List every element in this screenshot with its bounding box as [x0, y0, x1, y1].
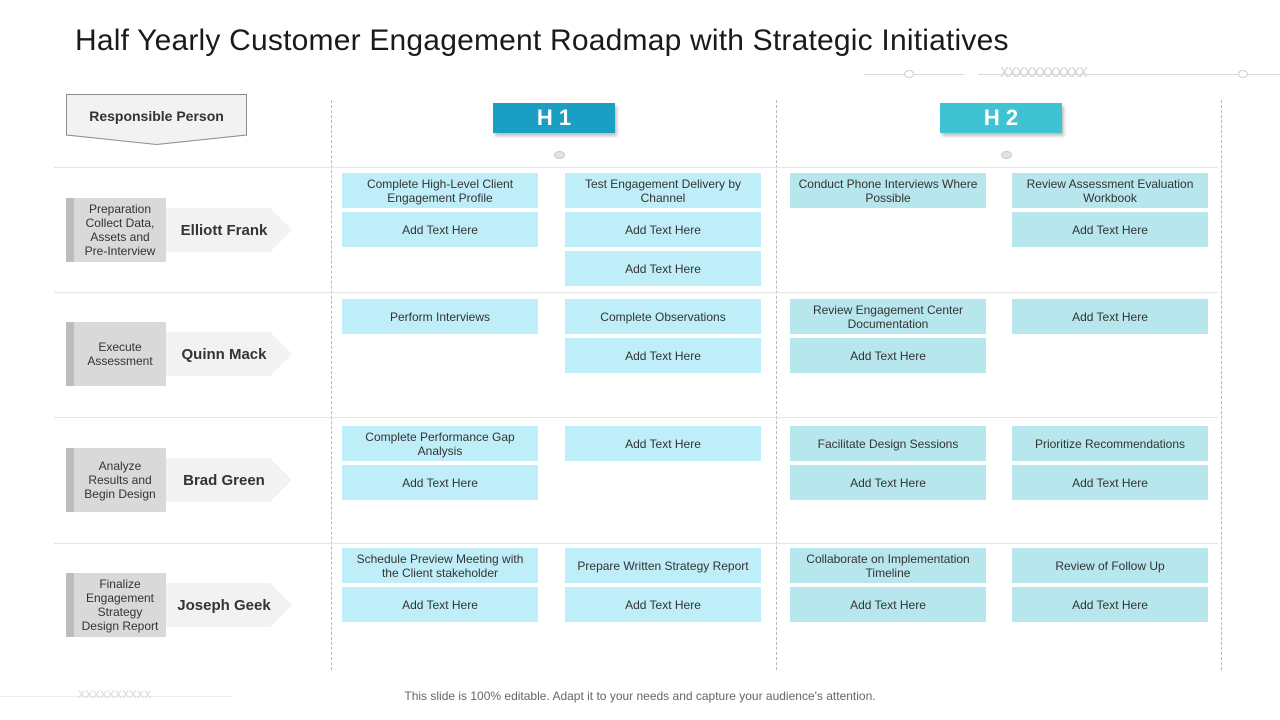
person-name: Elliott Frank	[180, 222, 268, 239]
decor-line-1	[864, 74, 964, 75]
task-cell: Add Text Here	[790, 587, 986, 622]
task-cell: Complete Observations	[565, 299, 761, 334]
row-divider	[54, 543, 1218, 544]
task-cell: Add Text Here	[790, 338, 986, 373]
task-cell: Complete Performance Gap Analysis	[342, 426, 538, 461]
task-cell: Prepare Written Strategy Report	[565, 548, 761, 583]
task-cell: Add Text Here	[342, 212, 538, 247]
phase-label: Analyze Results and Begin Design	[66, 448, 166, 512]
task-cell: Add Text Here	[342, 587, 538, 622]
decor-line-3	[1186, 74, 1280, 75]
task-cell: Add Text Here	[565, 251, 761, 286]
task-cell: Add Text Here	[565, 587, 761, 622]
task-cell: Review Assessment Evaluation Workbook	[1012, 173, 1208, 208]
decor-line-2	[978, 74, 1188, 75]
person-name: Brad Green	[183, 472, 265, 489]
task-cell: Review of Follow Up	[1012, 548, 1208, 583]
task-cell: Prioritize Recommendations	[1012, 426, 1208, 461]
phase-label: Execute Assessment	[66, 322, 166, 386]
task-cell: Collaborate on Implementation Timeline	[790, 548, 986, 583]
decor-dot-2	[1238, 70, 1248, 78]
task-cell: Add Text Here	[565, 426, 761, 461]
footer-decor-line	[0, 696, 232, 697]
divider-left	[331, 100, 332, 670]
task-cell: Perform Interviews	[342, 299, 538, 334]
arrow-shape-icon	[166, 332, 292, 376]
divider-middle	[776, 100, 777, 670]
arrow-shape-icon	[166, 208, 292, 252]
person-arrow: Joseph Geek	[166, 583, 292, 627]
task-cell: Add Text Here	[342, 465, 538, 500]
task-cell: Add Text Here	[790, 465, 986, 500]
responsible-person-label: Responsible Person	[89, 108, 224, 124]
task-cell: Facilitate Design Sessions	[790, 426, 986, 461]
decor-dot-1	[904, 70, 914, 78]
task-cell: Add Text Here	[1012, 299, 1208, 334]
header-h2-dot	[1001, 151, 1012, 159]
arrow-shape-icon	[166, 458, 292, 502]
task-cell: Add Text Here	[565, 338, 761, 373]
task-cell: Add Text Here	[565, 212, 761, 247]
divider-right	[1221, 100, 1222, 670]
person-arrow: Quinn Mack	[166, 332, 292, 376]
task-cell: Add Text Here	[1012, 587, 1208, 622]
decor-x-pattern: XXXXXXXXXXX	[1000, 66, 1088, 81]
arrow-shape-icon	[166, 583, 292, 627]
person-name: Quinn Mack	[181, 346, 267, 363]
row-divider	[54, 417, 1218, 418]
footer-note: This slide is 100% editable. Adapt it to…	[404, 689, 876, 703]
task-cell: Test Engagement Delivery by Channel	[565, 173, 761, 208]
header-h2: H 2	[940, 103, 1062, 133]
responsible-person-header: Responsible Person	[66, 94, 247, 145]
task-cell: Add Text Here	[1012, 212, 1208, 247]
task-cell: Schedule Preview Meeting with the Client…	[342, 548, 538, 583]
slide-title: Half Yearly Customer Engagement Roadmap …	[75, 24, 1009, 57]
row-divider	[54, 292, 1218, 293]
header-h1-dot	[554, 151, 565, 159]
task-cell: Complete High-Level Client Engagement Pr…	[342, 173, 538, 208]
task-cell: Conduct Phone Interviews Where Possible	[790, 173, 986, 208]
phase-label: Preparation Collect Data, Assets and Pre…	[66, 198, 166, 262]
pentagon-shape-icon	[66, 94, 247, 145]
task-cell: Add Text Here	[1012, 465, 1208, 500]
task-cell: Review Engagement Center Documentation	[790, 299, 986, 334]
person-arrow: Brad Green	[166, 458, 292, 502]
person-name: Joseph Geek	[177, 597, 271, 614]
footer-x-pattern: XXXXXXXXXX	[78, 689, 152, 701]
row-divider	[54, 167, 1218, 168]
phase-label: Finalize Engagement Strategy Design Repo…	[66, 573, 166, 637]
person-arrow: Elliott Frank	[166, 208, 292, 252]
header-h1: H 1	[493, 103, 615, 133]
